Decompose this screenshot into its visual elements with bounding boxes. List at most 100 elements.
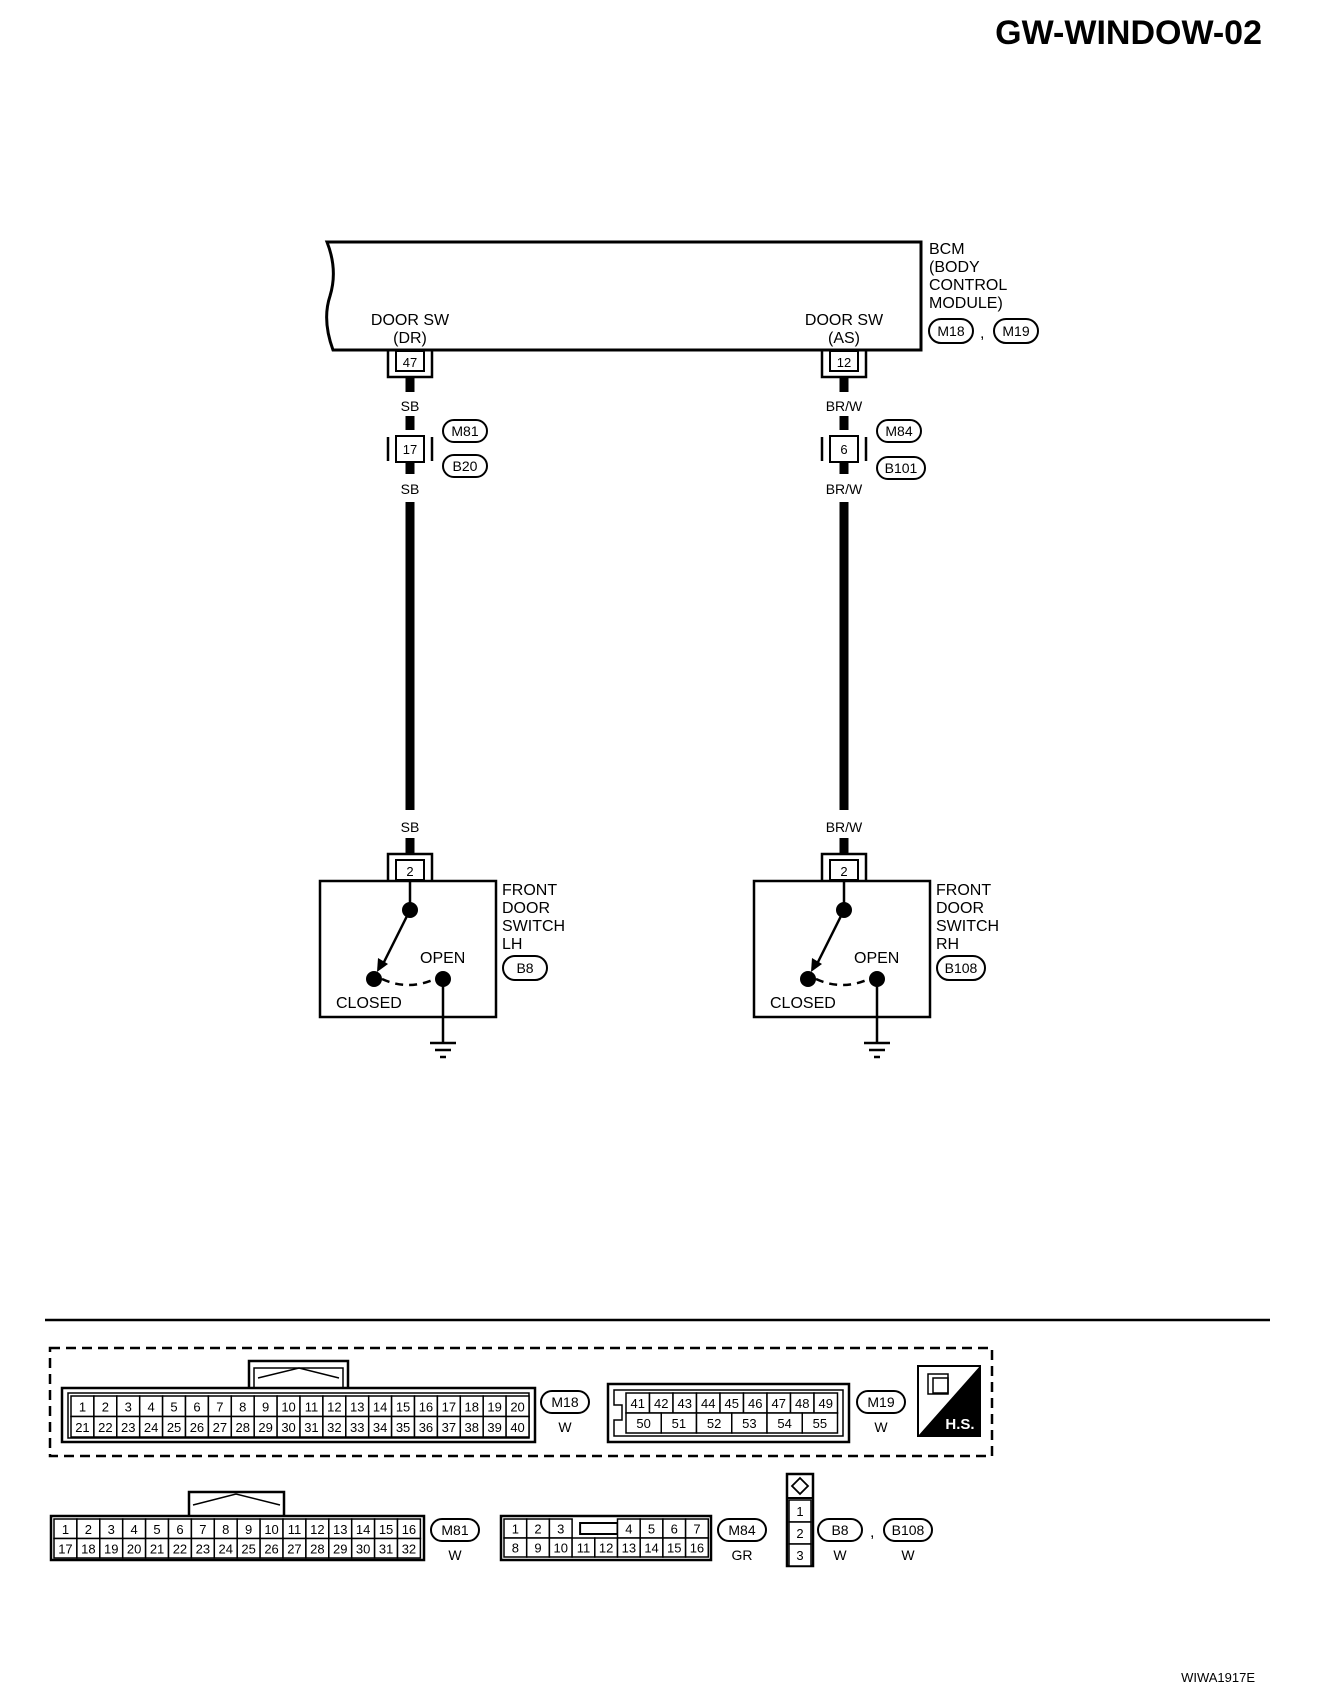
m18-pin-label: 17 [442,1399,456,1414]
m81-pin-label: 11 [288,1522,302,1537]
svg-text:B8: B8 [516,960,533,976]
svg-text:47: 47 [403,355,417,370]
m18-pin-label: 24 [144,1420,158,1435]
b8-pin-label: 2 [796,1526,803,1541]
bcm-connector-frame [48,1346,994,1458]
svg-text:SWITCH: SWITCH [936,918,999,935]
svg-text:DOOR: DOOR [936,900,984,917]
bcm-name: BCM (BODY CONTROL MODULE) [929,241,1007,312]
m84-pin-label: 2 [534,1522,541,1537]
m18-pin-label: 35 [396,1420,410,1435]
m81-pin-label: 4 [131,1522,138,1537]
m81-pin-label: 17 [58,1541,72,1556]
svg-text:W: W [833,1547,847,1563]
svg-text:M84: M84 [728,1522,755,1538]
m18-pin-label: 4 [148,1399,155,1414]
m81-pin-label: 3 [108,1522,115,1537]
m18-pin-label: 21 [75,1420,89,1435]
svg-text:RH: RH [936,936,959,953]
m18-pin-label: 34 [373,1420,387,1435]
m81-pin-label: 16 [402,1522,416,1537]
svg-text:H.S.: H.S. [945,1416,974,1433]
svg-text:FRONT: FRONT [936,882,991,899]
bcm-terminal-door-sw-dr: DOOR SW (DR) 47 [371,312,450,379]
m18-pin-label: 5 [170,1399,177,1414]
m19-pin-label: 48 [795,1396,809,1411]
m81-pin-label: 7 [199,1522,206,1537]
m81-pin-label: 6 [176,1522,183,1537]
m18-pin-label: 30 [281,1420,295,1435]
m84-pin-label: 16 [690,1541,704,1556]
svg-text:DOOR SW: DOOR SW [805,312,884,329]
connector-b8-b108: 123 B8 , B108 W W [785,1472,933,1568]
svg-text:M19: M19 [867,1394,894,1410]
m81-pin-label: 31 [379,1541,393,1556]
m81-pin-label: 10 [264,1522,278,1537]
m18-pin-label: 10 [281,1399,295,1414]
m18-pin-label: 29 [258,1420,272,1435]
svg-text:SB: SB [401,819,420,835]
svg-text:CLOSED: CLOSED [770,995,836,1012]
m81-pin-label: 23 [196,1541,210,1556]
m84-pin-label: 1 [512,1522,519,1537]
svg-text:M81: M81 [441,1522,468,1538]
m18-pin-label: 13 [350,1399,364,1414]
m18-pin-label: 40 [510,1420,524,1435]
m81-pin-label: 15 [379,1522,393,1537]
m19-pin-label: 42 [654,1396,668,1411]
m84-pin-label: 7 [693,1522,700,1537]
svg-text:LH: LH [502,936,522,953]
m19-pin-label: 47 [772,1396,786,1411]
m19-pin-label: 52 [707,1416,721,1431]
svg-text:FRONT: FRONT [502,882,557,899]
svg-text:BR/W: BR/W [826,819,863,835]
svg-text:,: , [980,325,984,342]
m19-cell [801,1412,839,1434]
diagram-title: GW-WINDOW-02 [995,14,1262,52]
m81-pin-label: 30 [356,1541,370,1556]
m81-pin-label: 2 [85,1522,92,1537]
svg-text:M18: M18 [551,1394,578,1410]
m81-pin-label: 18 [81,1541,95,1556]
svg-text:MODULE): MODULE) [929,295,1003,312]
m18-pin-label: 3 [125,1399,132,1414]
m19-pin-label: 41 [631,1396,645,1411]
m84-key-slot [579,1522,619,1535]
m81-pin-label: 12 [310,1522,324,1537]
svg-text:BR/W: BR/W [826,398,863,414]
svg-text:,: , [870,1524,874,1541]
m18-pin-label: 16 [419,1399,433,1414]
svg-text:2: 2 [406,864,413,879]
m81-pin-label: 9 [245,1522,252,1537]
svg-text:OPEN: OPEN [420,950,465,967]
b8-pin-label: 3 [796,1548,803,1563]
m19-pin-label: 53 [742,1416,756,1431]
m81-pin-label: 21 [150,1541,164,1556]
m84-pin-label: 3 [557,1522,564,1537]
m18-pin-label: 22 [98,1420,112,1435]
m84-pin-label: 13 [622,1541,636,1556]
m18-pin-label: 33 [350,1420,364,1435]
svg-text:6: 6 [840,442,847,457]
svg-text:SB: SB [401,481,420,497]
m81-pin-label: 22 [173,1541,187,1556]
svg-text:DOOR SW: DOOR SW [371,312,450,329]
svg-text:W: W [901,1547,915,1563]
svg-text:2: 2 [840,864,847,879]
m19-pin-label: 45 [725,1396,739,1411]
m81-pin-label: 1 [62,1522,69,1537]
m18-pin-label: 18 [465,1399,479,1414]
m18-pin-label: 36 [419,1420,433,1435]
m18-pin-label: 23 [121,1420,135,1435]
m18-pin-label: 1 [79,1399,86,1414]
m81-pin-label: 5 [153,1522,160,1537]
m81-pin-label: 27 [287,1541,301,1556]
m81-pin-label: 14 [356,1522,370,1537]
svg-text:SWITCH: SWITCH [502,918,565,935]
svg-text:M18: M18 [937,323,964,339]
m81-pin-label: 28 [310,1541,324,1556]
m81-pin-label: 32 [402,1541,416,1556]
